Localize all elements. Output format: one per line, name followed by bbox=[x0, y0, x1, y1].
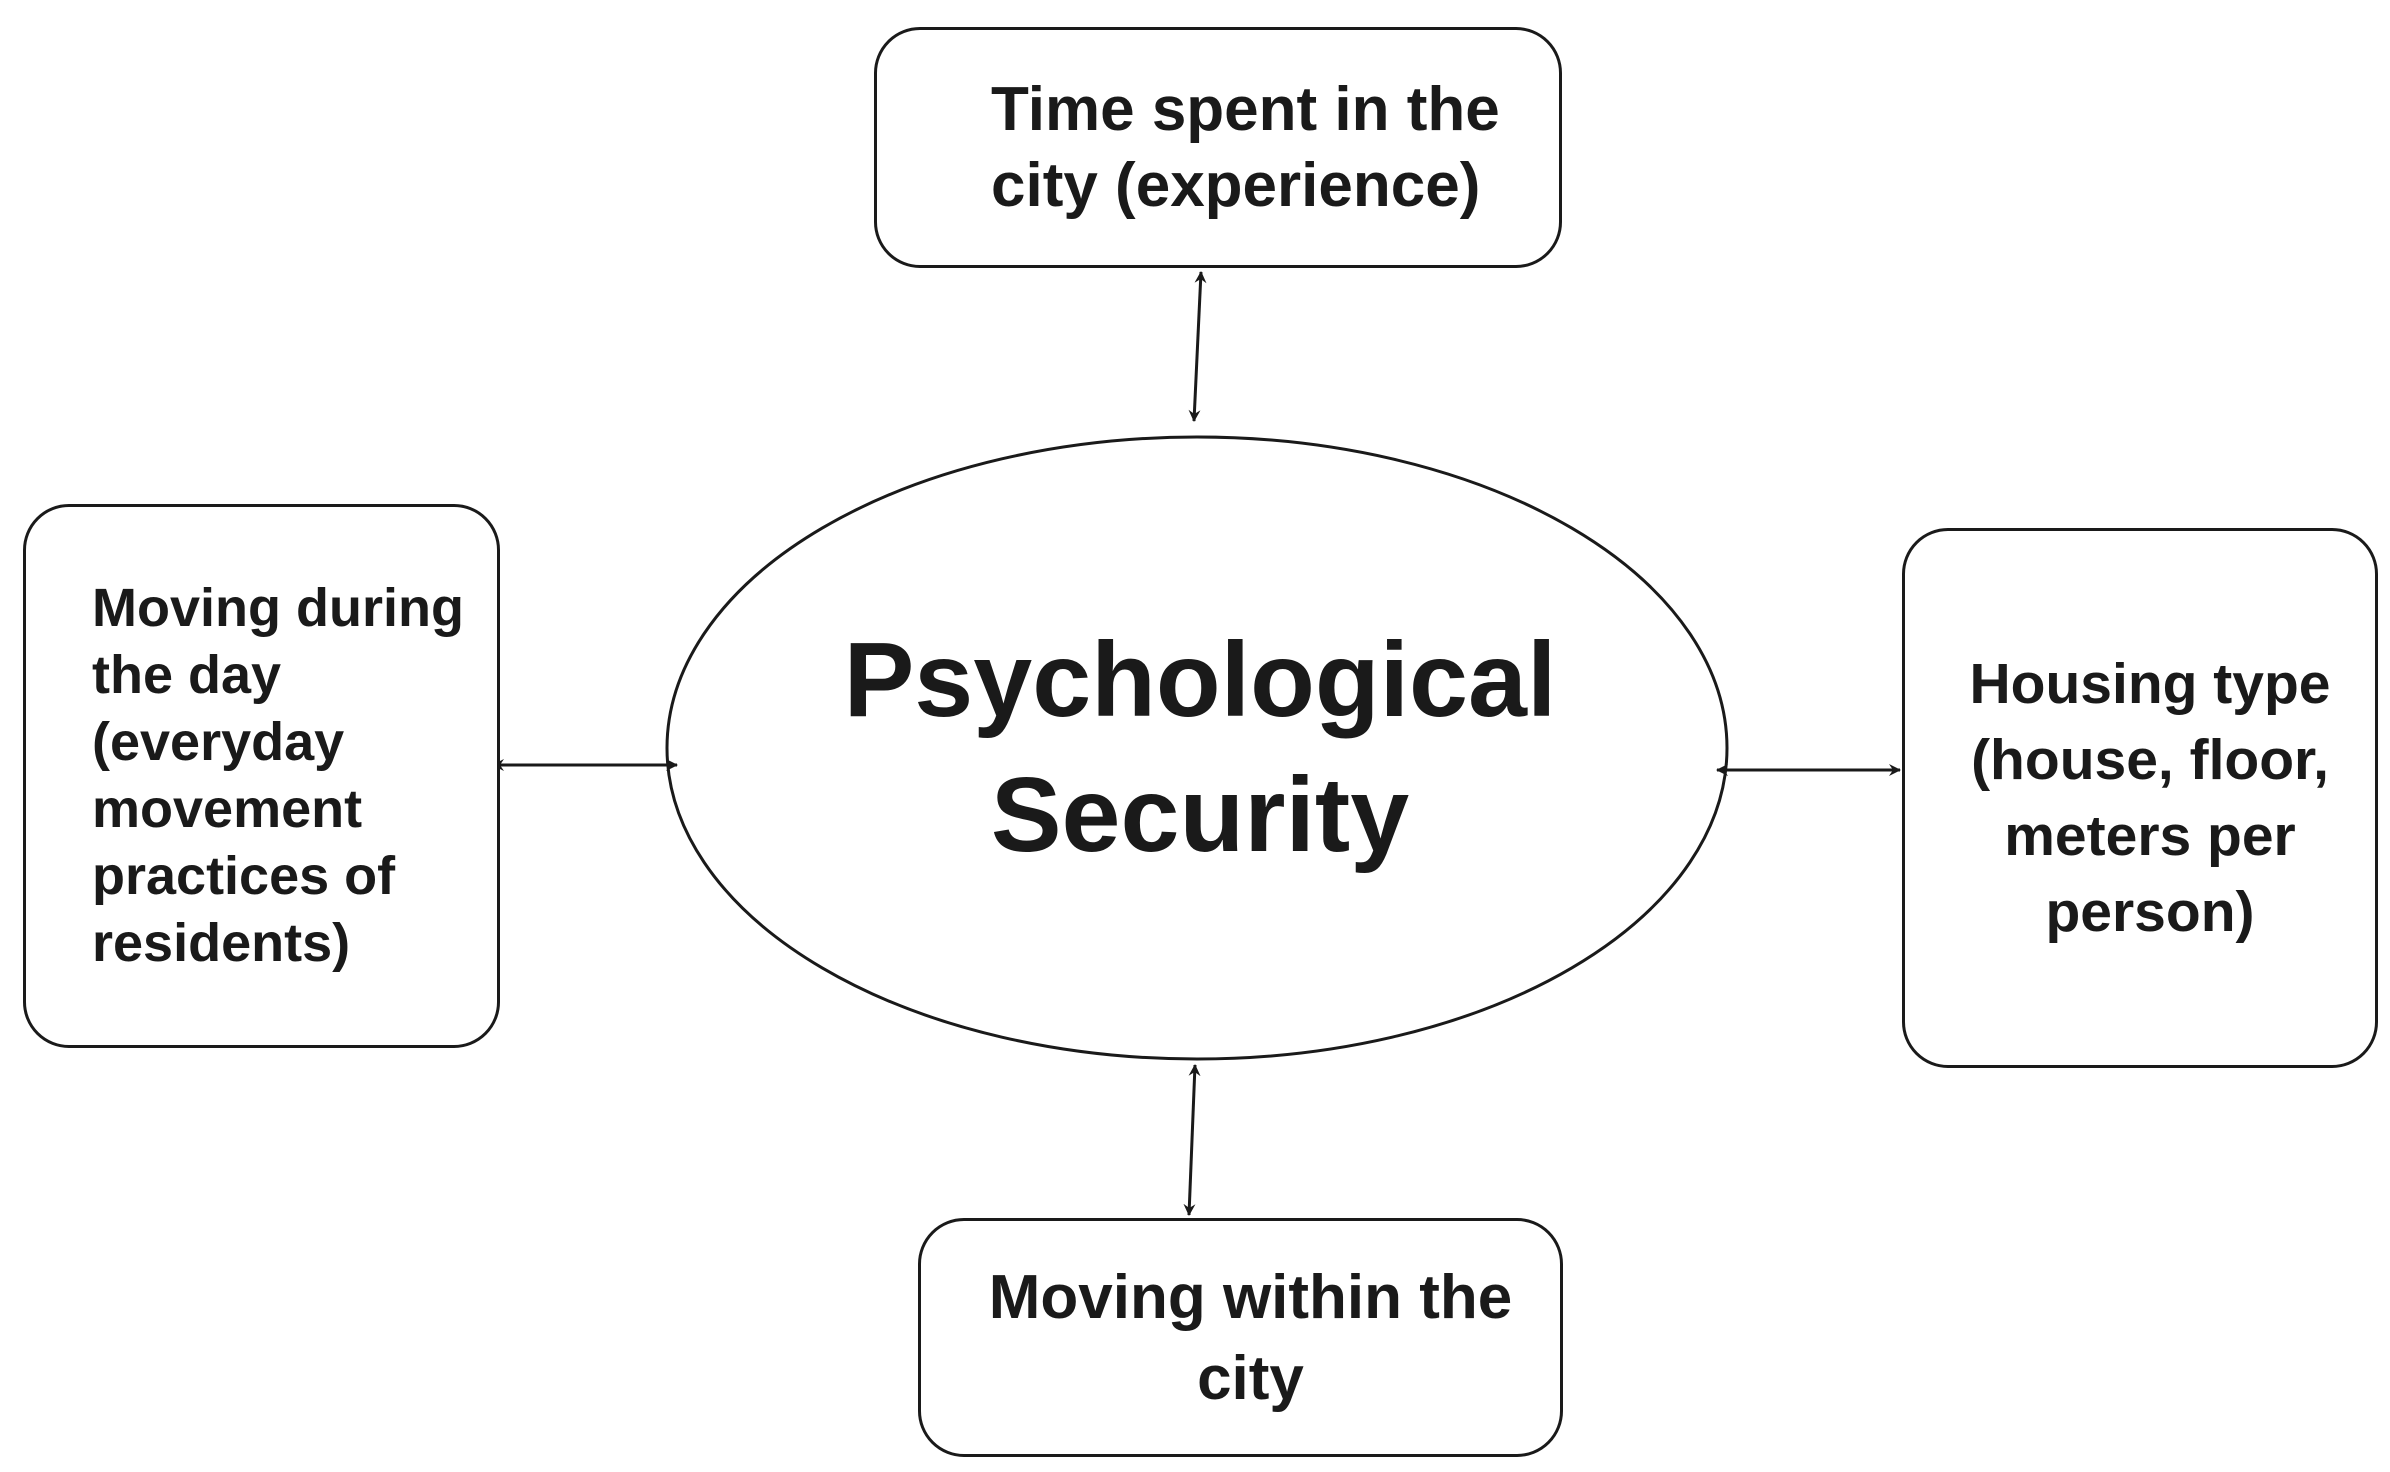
node-text-line: (house, floor, bbox=[1971, 728, 2329, 792]
node-text-line: residents) bbox=[92, 913, 351, 973]
node-text-line: city bbox=[1197, 1343, 1304, 1413]
connector-top-arrow bbox=[1188, 271, 1207, 422]
node-moving-within-city: Moving within the city bbox=[918, 1218, 1563, 1457]
node-text-line: (everyday bbox=[92, 712, 345, 772]
center-label-line: Psychological bbox=[843, 621, 1557, 739]
node-text-line: person) bbox=[2045, 880, 2255, 944]
node-text-line: movement bbox=[92, 779, 363, 839]
node-text-line: city (experience) bbox=[991, 150, 1481, 220]
node-text-line: Moving within the bbox=[988, 1262, 1513, 1332]
node-text-line: the day bbox=[92, 645, 282, 705]
node-housing-type: Housing type (house, floor, meters per p… bbox=[1902, 528, 2378, 1068]
center-ellipse bbox=[665, 435, 1729, 1061]
node-text-line: practices of bbox=[92, 846, 396, 906]
node-text-line: Housing type bbox=[1969, 652, 2331, 716]
node-moving-during-day: Moving during the day (everyday movement… bbox=[23, 504, 500, 1048]
connector-bottom-arrow bbox=[1183, 1064, 1201, 1216]
node-time-spent: Time spent in the city (experience) bbox=[874, 27, 1562, 268]
center-label-line: Security bbox=[990, 756, 1410, 874]
node-text-line: Time spent in the bbox=[991, 74, 1500, 144]
center-label: Psychological Security bbox=[670, 437, 1730, 1059]
node-text-line: Moving during bbox=[92, 578, 464, 638]
node-text-line: meters per bbox=[2004, 804, 2296, 868]
